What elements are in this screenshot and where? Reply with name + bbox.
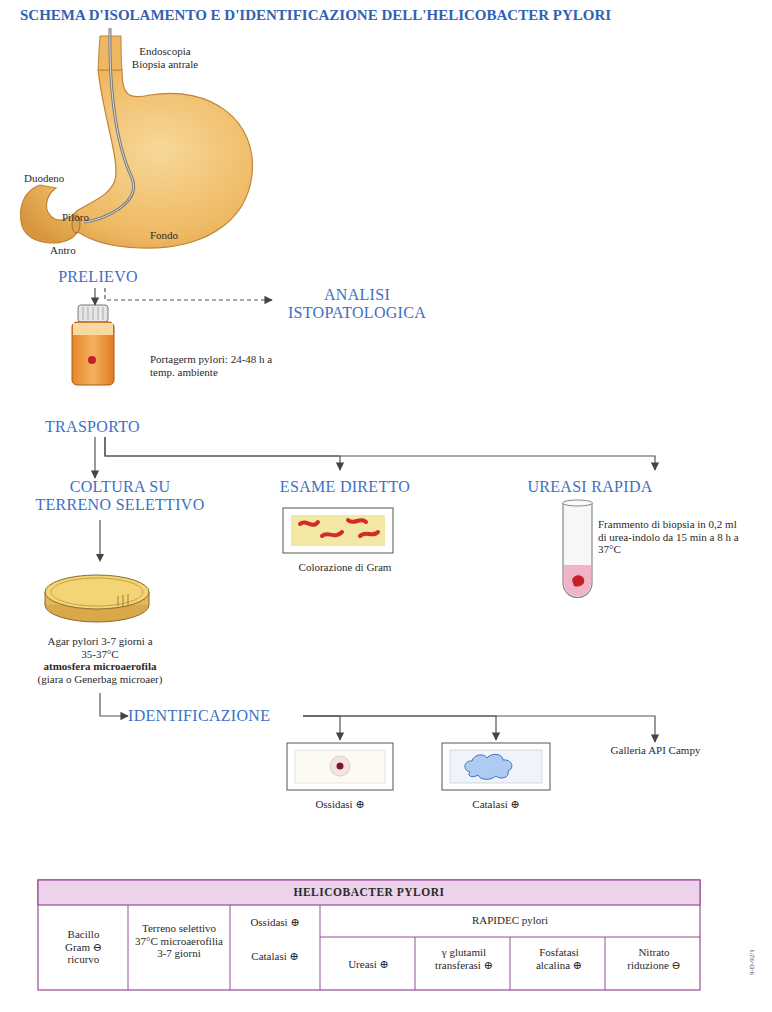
gram-smear	[291, 515, 385, 546]
transport-stage: Portagerm pylori: 24-48 h a temp. ambien…	[40, 305, 290, 437]
stomach-drawing	[21, 70, 253, 248]
flow-arrow	[303, 716, 340, 740]
anatomy-label: Duodeno	[24, 172, 84, 185]
table-cell: Fosfatasi alcalina ⊕	[524, 946, 594, 971]
petri-dish-agar	[45, 575, 149, 609]
watermark: 9-D-92/1	[748, 915, 756, 975]
flow-arrow	[94, 437, 95, 478]
bottle-cap-ridges	[83, 307, 103, 320]
note-text: Frammento di biopsia in 0,2 ml di urea-i…	[598, 518, 743, 556]
petri-dish-marks	[118, 594, 128, 606]
bottle-cap	[78, 305, 108, 322]
table-cell: Nitrato riduzione ⊖	[619, 946, 689, 971]
oxidase-paper	[295, 750, 385, 783]
anatomy-label: Piloro	[62, 211, 112, 224]
anatomy-label: Fondo	[150, 229, 200, 242]
table-header-cell: HELICOBACTER PYLORI	[38, 886, 700, 899]
direct-exam-stage: ESAME DIRETTO Colorazione di Gram	[265, 470, 425, 580]
flow-arrow	[105, 437, 340, 470]
table-cell: Ossidasi ⊕	[232, 916, 318, 929]
endoscope-highlight	[84, 28, 134, 222]
culture-arrow	[99, 520, 100, 556]
test-slide: Ossidasi ⊕	[285, 740, 395, 814]
table-cell: Ureasi ⊕	[322, 958, 415, 971]
slide-caption: Catalasi ⊕	[440, 798, 552, 811]
stage-title: PRELIEVO	[48, 268, 148, 286]
table-cell: Catalasi ⊕	[232, 950, 318, 963]
flow-arrow	[94, 288, 95, 305]
stage-title: UREASI RAPIDA	[505, 478, 675, 496]
note-text: Portagerm pylori: 24-48 h a temp. ambien…	[150, 353, 275, 378]
test-label: Galleria API Campy	[598, 742, 713, 760]
endoscope-tube	[84, 28, 134, 222]
flow-arrow	[105, 437, 655, 470]
slide-caption: Ossidasi ⊕	[285, 798, 395, 811]
diagram-title: SCHEMA D'ISOLAMENTO E D'IDENTIFICAZIONE …	[20, 6, 760, 24]
oxidase-slide	[287, 743, 393, 790]
slide-caption: Colorazione di Gram	[265, 561, 425, 574]
table-header	[38, 880, 700, 905]
table-cell: RAPIDEC pylori	[322, 914, 698, 927]
urease-stage: UREASI RAPIDA Frammento di biopsia in 0,2…	[505, 470, 760, 602]
test-tube-rim	[563, 500, 593, 506]
stage-label: ANALISI ISTOPATOLOGICA	[272, 284, 442, 324]
biopsy-sample	[88, 356, 96, 364]
bottle-top-band	[73, 323, 113, 335]
stage-title: ANALISI ISTOPATOLOGICA	[272, 286, 442, 322]
table-cell: γ glutamil transferasi ⊕	[429, 946, 499, 971]
catalase-slide	[442, 743, 550, 790]
anatomy-label: Endoscopia Biopsia antrale	[125, 45, 205, 70]
flow-arrow	[105, 288, 272, 300]
flow-arrow	[100, 693, 128, 716]
stage-title: TRASPORTO	[45, 418, 165, 436]
stage-title: COLTURA SU TERRENO SELETTIVO	[30, 478, 210, 514]
culture-caption: (giara o Generbag microaer)	[20, 673, 180, 686]
table-cell: Bacillo Gram ⊖ ricurvo	[56, 928, 111, 966]
catalase-bubbles	[465, 754, 512, 779]
anatomy-label: Antro	[50, 244, 100, 257]
petri-dish-rim	[51, 578, 143, 606]
catalase-glass	[450, 750, 542, 783]
test-slide: Catalasi ⊕	[440, 740, 552, 814]
curved-bacilli	[300, 520, 378, 536]
flow-arrow	[303, 716, 496, 740]
urea-indole-liquid	[564, 565, 591, 597]
bottle-body	[72, 322, 114, 385]
flow-arrow	[303, 716, 655, 742]
culture-caption: Agar pylori 3-7 giorni a 35-37°C	[44, 635, 156, 660]
biopsy-fragment	[572, 575, 584, 586]
table-grid	[128, 905, 700, 990]
culture-stage: COLTURA SU TERRENO SELETTIVO Agar pylori …	[30, 478, 260, 693]
table-cell: Terreno selettivo 37°C microaerofilia 3-…	[130, 922, 228, 960]
stage-label: PRELIEVO	[48, 268, 148, 288]
stage-label: IDENTIFICAZIONE	[128, 705, 303, 727]
culture-caption: atmosfera microaerofila	[20, 660, 180, 673]
stage-title: ESAME DIRETTO	[265, 478, 425, 496]
test-name: Galleria API Campy	[598, 744, 713, 757]
test-tube	[563, 503, 592, 598]
stage-title: IDENTIFICAZIONE	[128, 707, 303, 725]
gram-slide	[283, 508, 393, 553]
oxidase-spot	[330, 756, 350, 776]
culture-arrow-head	[96, 554, 104, 562]
summary-table	[38, 880, 700, 990]
oxidase-colony	[337, 763, 344, 770]
